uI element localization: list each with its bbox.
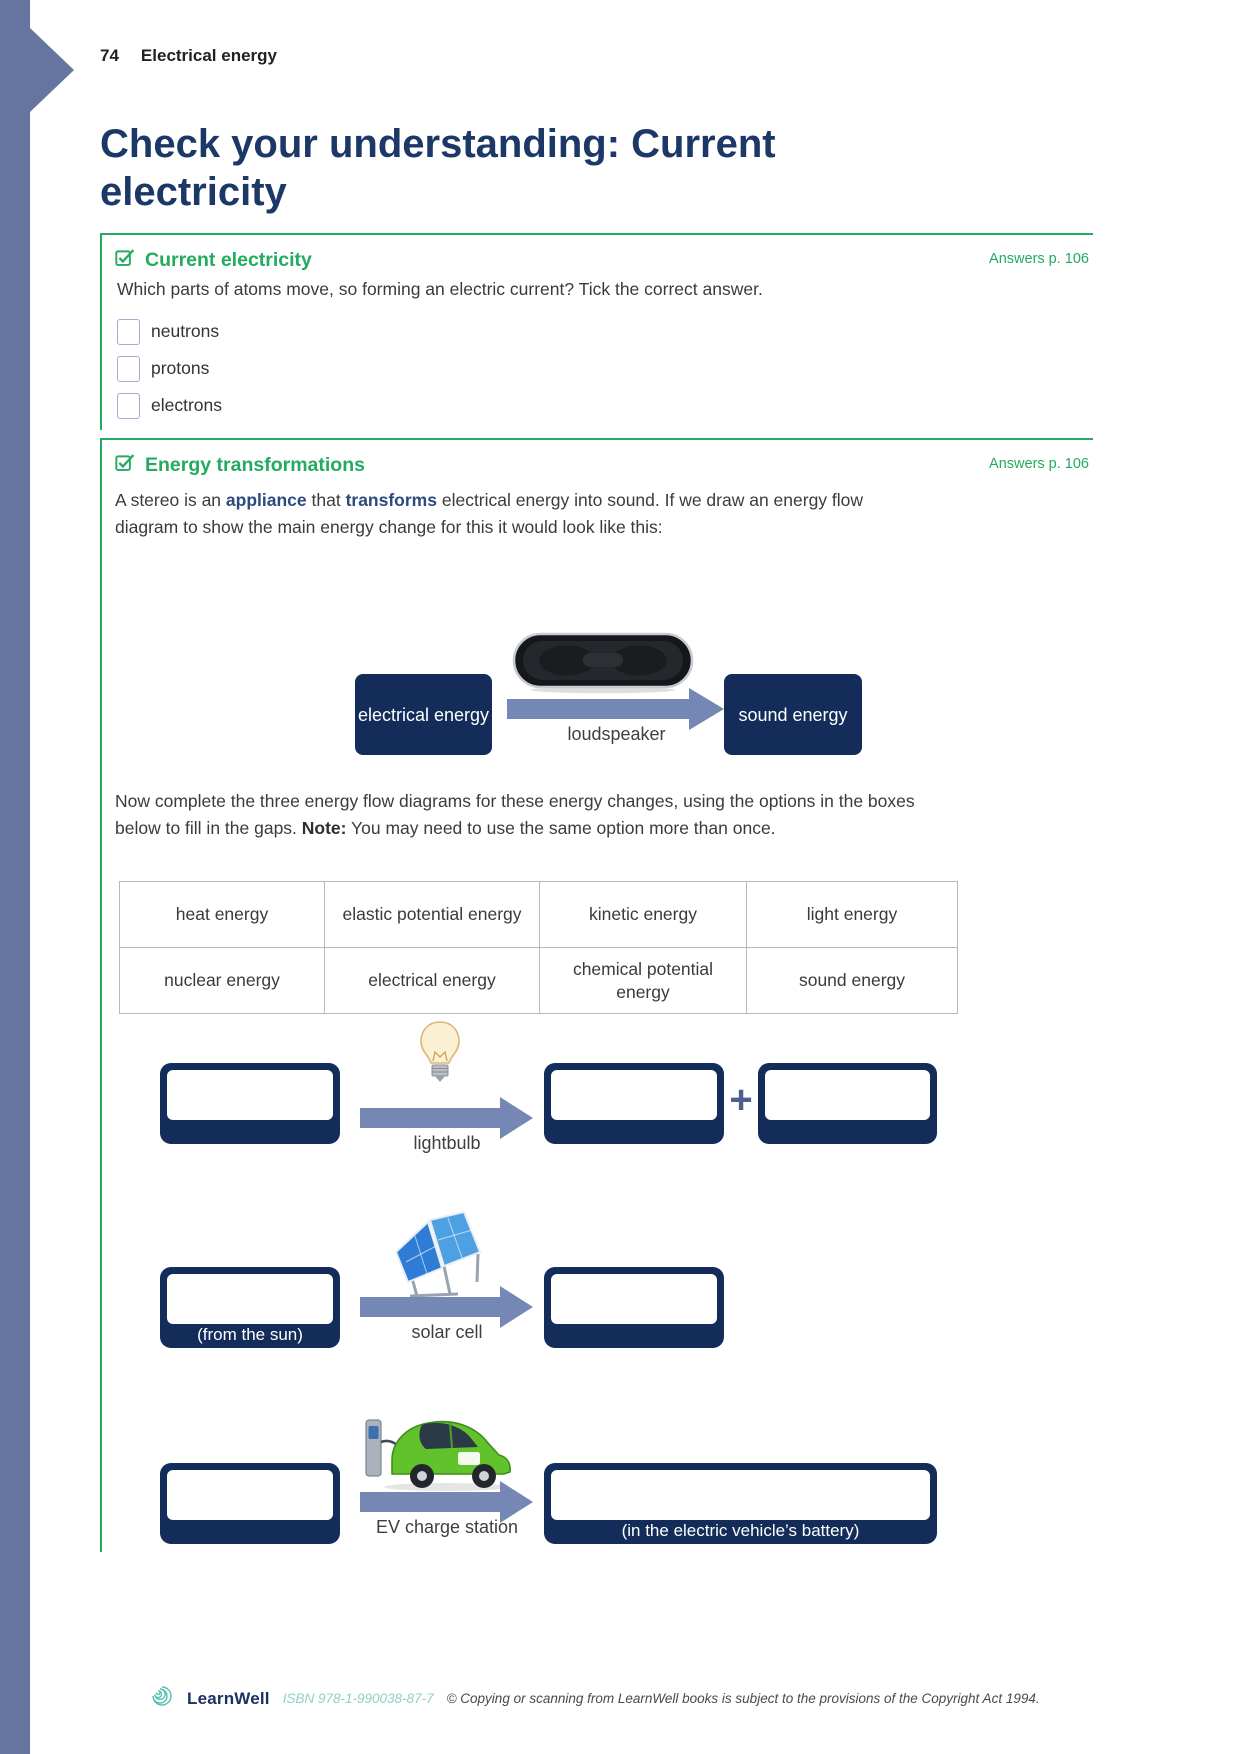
table-row: heat energy elastic potential energy kin… (119, 881, 958, 948)
page-edge-arrow-icon (30, 28, 74, 112)
option-cell: heat energy (119, 881, 325, 948)
energy-box-label: electrical energy (357, 704, 490, 725)
choice-label: electrons (151, 395, 223, 415)
box-caption: (from the sun) (197, 1325, 303, 1344)
device-label-solar-cell: solar cell (411, 1322, 483, 1342)
brand-name: LearnWell (187, 1688, 270, 1708)
intro-text: that (306, 490, 346, 510)
choice-label: protons (151, 358, 210, 378)
plus-sign: + (729, 1078, 753, 1122)
page-number: 74 (100, 46, 119, 65)
choice-row-neutrons: neutrons (117, 313, 222, 350)
answer-box-output: (in the electric vehicle’s battery) (544, 1463, 937, 1544)
chapter-title: Electrical energy (140, 46, 277, 65)
checkbox-neutrons[interactable] (117, 318, 140, 345)
option-cell: kinetic energy (539, 881, 747, 948)
answer-field[interactable] (167, 1470, 333, 1520)
option-cell: light energy (746, 881, 958, 948)
choice-label: neutrons (151, 321, 220, 341)
table-row: nuclear energy electrical energy chemica… (119, 947, 958, 1014)
intro-bold-appliance: appliance (225, 490, 307, 510)
device-label-ev-charge-station: EV charge station (375, 1517, 519, 1537)
answer-box-input: (from the sun) (160, 1267, 340, 1348)
task-text: Now complete the three energy flow diagr… (115, 791, 915, 838)
option-cell: elastic potential energy (324, 881, 540, 948)
intro-text: electrical energy into sound. If we draw… (115, 490, 864, 537)
checkbox-tick-icon (115, 452, 136, 478)
learnwell-spiral-logo (150, 1684, 174, 1713)
energy-box-sound: sound energy (724, 674, 862, 755)
checkbox-tick-icon (115, 247, 136, 273)
answer-field[interactable] (167, 1070, 333, 1120)
answers-reference: Answers p. 106 (989, 251, 1089, 267)
flow-arrow (360, 1096, 534, 1145)
flow-arrow (360, 1480, 534, 1529)
section-header: Current electricity Answers p. 106 (102, 235, 1093, 273)
option-cell: chemical potential energy (539, 947, 747, 1014)
page-title: Check your understanding: Current electr… (100, 122, 776, 214)
section-header: Energy transformations Answers p. 106 (102, 440, 1093, 478)
answer-box-output (544, 1267, 724, 1348)
answer-box-output-1 (544, 1063, 724, 1144)
box-caption: (in the electric vehicle’s battery) (621, 1521, 860, 1540)
answer-field[interactable] (551, 1274, 717, 1324)
options-word-bank: heat energy elastic potential energy kin… (119, 881, 958, 1014)
answer-field[interactable] (551, 1070, 717, 1120)
choice-list: neutrons protons electrons (117, 313, 222, 424)
answer-field[interactable] (551, 1470, 930, 1520)
device-label-loudspeaker: loudspeaker (567, 724, 666, 744)
copyright-text: © Copying or scanning from LearnWell boo… (446, 1691, 1040, 1706)
answers-reference: Answers p. 106 (989, 456, 1089, 472)
checkbox-electrons[interactable] (117, 392, 140, 419)
question-text: Which parts of atoms move, so forming an… (117, 279, 763, 299)
intro-paragraph: A stereo is an appliance that transforms… (115, 487, 927, 541)
checkbox-protons[interactable] (117, 355, 140, 382)
loudspeaker-image (512, 632, 694, 699)
solar-panel-icon (390, 1210, 486, 1305)
answer-box-output-2 (758, 1063, 937, 1144)
choice-row-protons: protons (117, 350, 222, 387)
energy-box-label: sound energy (738, 704, 848, 725)
task-text: You may need to use the same option more… (346, 818, 776, 838)
section-current-electricity: Current electricity Answers p. 106 Which… (100, 233, 1093, 430)
flow-arrow (507, 687, 725, 736)
section-energy-transformations: Energy transformations Answers p. 106 A … (100, 438, 1093, 1552)
isbn-text: ISBN 978-1-990038-87-7 (282, 1691, 434, 1706)
flow-arrow (360, 1285, 534, 1334)
answer-field[interactable] (765, 1070, 930, 1120)
intro-bold-transforms: transforms (345, 490, 437, 510)
option-cell: nuclear energy (119, 947, 325, 1014)
intro-text: A stereo is an (115, 490, 226, 510)
energy-box-electrical: electrical energy (355, 674, 492, 755)
device-label-lightbulb: lightbulb (413, 1133, 481, 1153)
page-footer: LearnWell ISBN 978-1-990038-87-7 © Copyi… (150, 1684, 1040, 1713)
lightbulb-icon (414, 1020, 466, 1089)
ev-charge-station-icon (358, 1392, 516, 1499)
option-cell: sound energy (746, 947, 958, 1014)
option-cell: electrical energy (324, 947, 540, 1014)
choice-row-electrons: electrons (117, 387, 222, 424)
answer-field[interactable] (167, 1274, 333, 1324)
answer-box-input (160, 1463, 340, 1544)
answer-box-input (160, 1063, 340, 1144)
task-bold-note: Note: (301, 818, 347, 838)
page-edge-tab (0, 0, 30, 1754)
section-heading: Energy transformations (145, 453, 365, 476)
task-paragraph: Now complete the three energy flow diagr… (115, 788, 933, 842)
running-head: 74 Electrical energy (100, 46, 277, 66)
section-heading: Current electricity (145, 248, 312, 271)
